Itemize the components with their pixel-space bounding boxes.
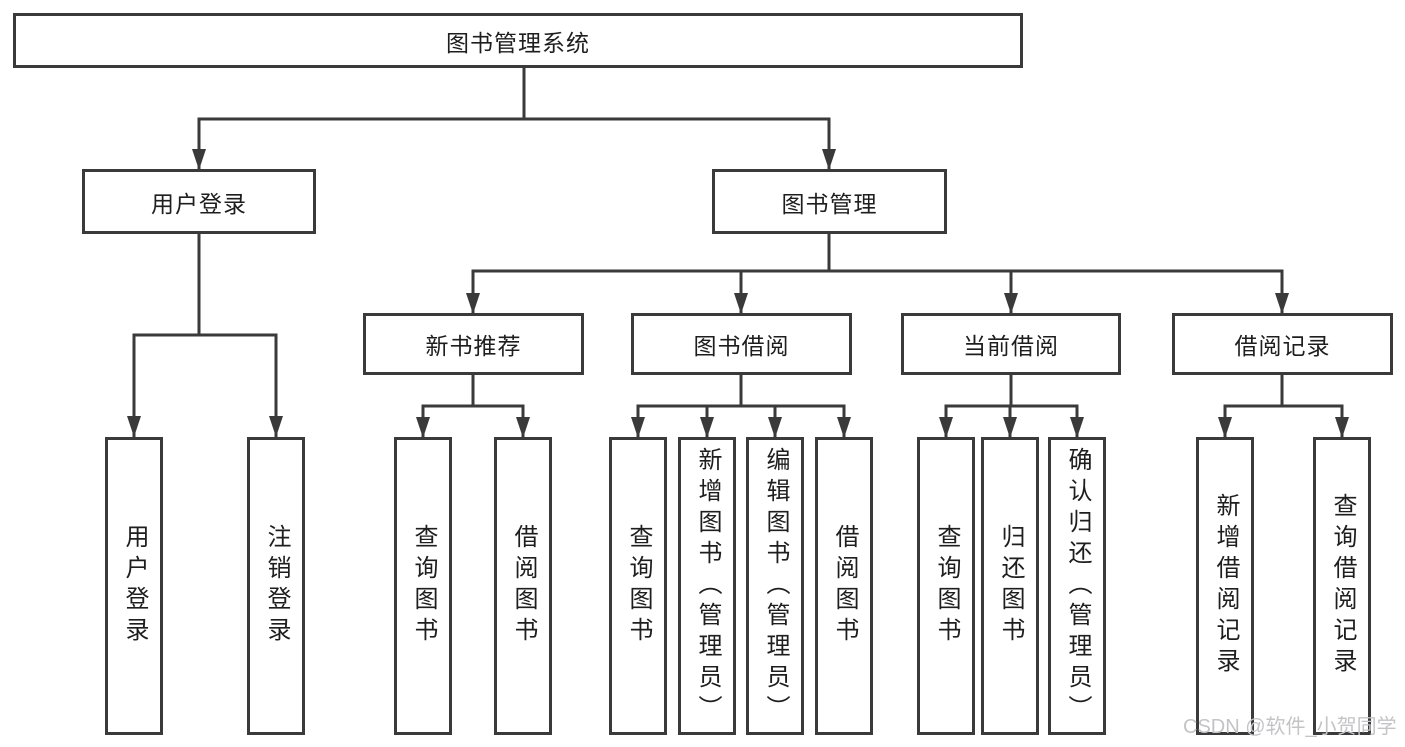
leaf-label: 借阅图书 <box>831 524 858 648</box>
leaf-label: 注销登录 <box>263 524 290 648</box>
leaf-label: 编辑图书（管理员） <box>762 446 789 726</box>
leaf-label: 用户登录 <box>121 524 148 648</box>
leaf-records-add-record: 新增借阅记录 <box>1196 437 1254 735</box>
leaf-user-login: 用户登录 <box>105 437 163 735</box>
node-borrowing-records: 借阅记录 <box>1172 313 1393 375</box>
node-label: 图书借阅 <box>693 333 790 359</box>
leaf-current-return-books: 归还图书 <box>981 437 1039 735</box>
node-label: 新书推荐 <box>425 333 522 359</box>
node-label: 图书管理 <box>781 190 878 217</box>
leaf-label: 借阅图书 <box>510 524 537 648</box>
node-current-borrowing: 当前借阅 <box>901 313 1121 375</box>
node-label: 借阅记录 <box>1234 333 1331 359</box>
leaf-label: 新增借阅记录 <box>1212 493 1239 679</box>
leaf-label: 查询图书 <box>933 524 960 648</box>
leaf-logout: 注销登录 <box>247 437 305 735</box>
node-library-management-system: 图书管理系统 <box>13 13 1023 68</box>
leaf-label: 确认归还（管理员） <box>1064 446 1091 726</box>
leaf-label: 归还图书 <box>997 524 1024 648</box>
leaf-records-query-record: 查询借阅记录 <box>1313 437 1371 735</box>
csdn-watermark: CSDN @软件_小贺同学 <box>1183 716 1397 738</box>
node-label: 当前借阅 <box>963 333 1059 359</box>
node-user-login: 用户登录 <box>82 169 316 234</box>
connector <box>127 68 1349 438</box>
leaf-borrowing-add-books-admin: 新增图书（管理员） <box>678 437 736 735</box>
node-book-management: 图书管理 <box>712 169 947 234</box>
leaf-borrowing-edit-books-admin: 编辑图书（管理员） <box>746 437 804 735</box>
leaf-borrowing-borrow-books: 借阅图书 <box>815 437 873 735</box>
leaf-current-query-books: 查询图书 <box>917 437 975 735</box>
node-new-book-recommend: 新书推荐 <box>363 313 584 375</box>
leaf-recommend-borrow-books: 借阅图书 <box>494 437 552 735</box>
node-book-borrowing: 图书借阅 <box>631 313 852 375</box>
leaf-current-confirm-return-admin: 确认归还（管理员） <box>1048 437 1106 735</box>
leaf-label: 新增图书（管理员） <box>694 446 721 726</box>
node-label: 用户登录 <box>151 190 247 217</box>
leaf-borrowing-query-books: 查询图书 <box>609 437 667 735</box>
leaf-label: 查询借阅记录 <box>1329 493 1356 679</box>
leaf-recommend-query-books: 查询图书 <box>394 437 452 735</box>
node-label: 图书管理系统 <box>446 29 590 56</box>
leaf-label: 查询图书 <box>410 524 437 648</box>
leaf-label: 查询图书 <box>625 524 652 648</box>
